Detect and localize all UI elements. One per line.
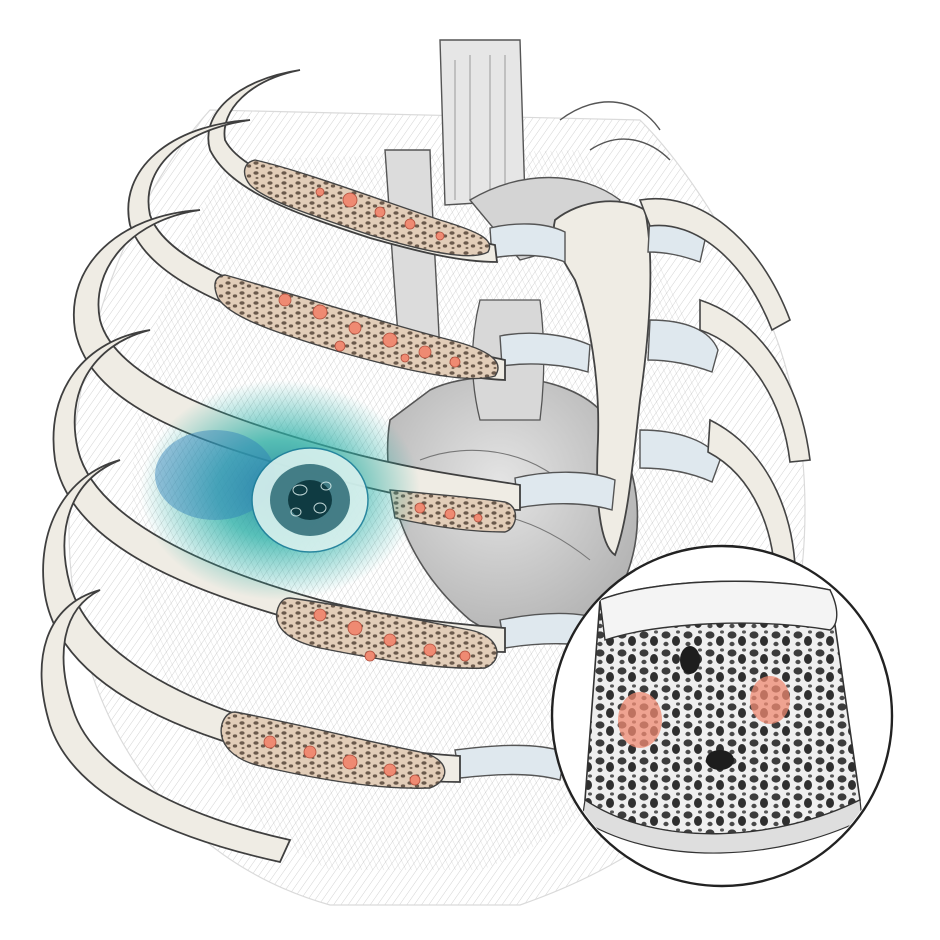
marrow-cells: [263, 187, 483, 786]
magnified-inset: [550, 544, 894, 888]
great-vessels: [384, 39, 671, 361]
trabecular-bone-block: [581, 580, 863, 854]
rib-4: [52, 329, 506, 653]
bone-lesion: [140, 380, 420, 600]
rib-5: [42, 459, 461, 783]
rib-6: [40, 589, 292, 864]
marrow-window-4: [276, 597, 498, 669]
marrow-window-1: [243, 159, 491, 257]
